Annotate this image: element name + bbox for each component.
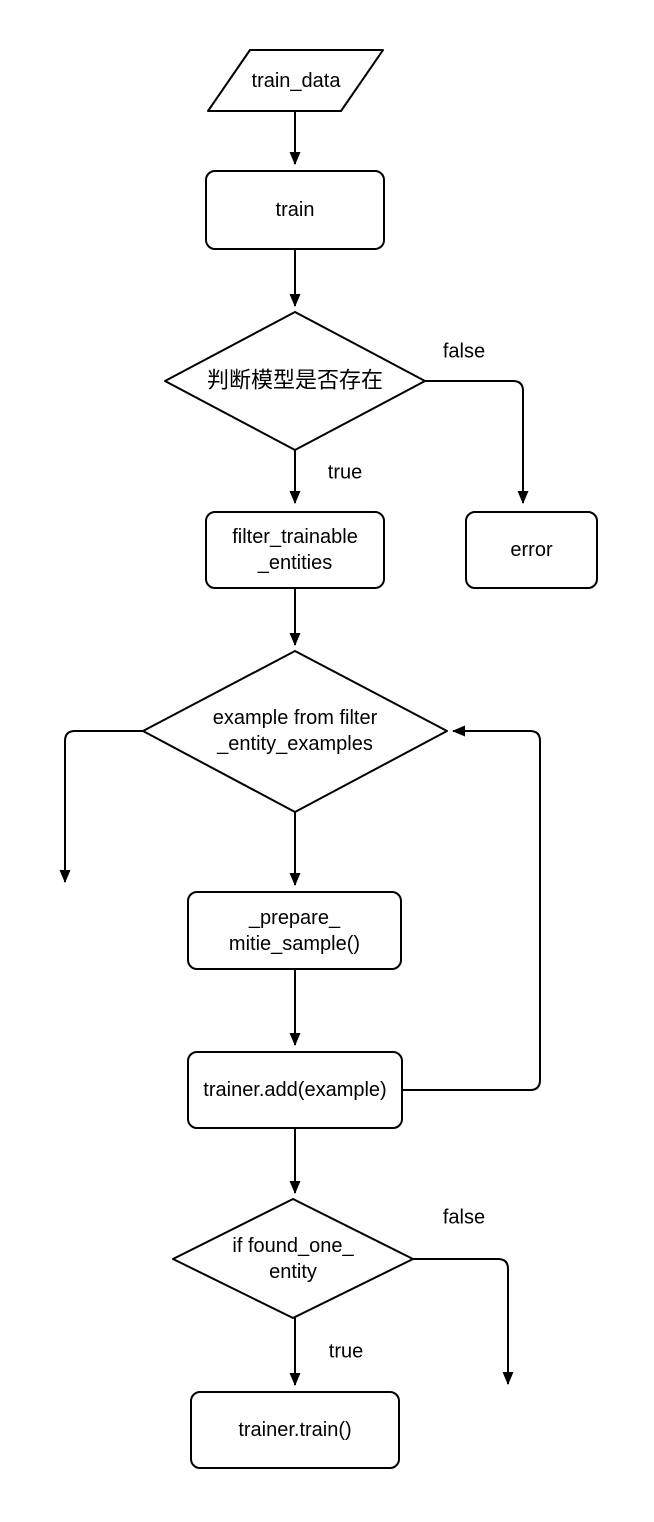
edge-label-found-one-true: true (328, 1340, 364, 1363)
edge-model-exists-false-to-error (425, 380, 529, 504)
edge-trainer-add-loopback-to-example-loop (403, 725, 541, 1091)
node-example-loop-line1: example from filter (212, 707, 378, 729)
node-trainer-add: trainer.add(example) (187, 1051, 403, 1129)
node-found-one-line1: if found_one_ (232, 1235, 354, 1257)
node-error: error (465, 511, 598, 589)
node-filter-line1: filter_trainable (232, 526, 358, 548)
node-found-one-label: if found_one_ entity (232, 1233, 353, 1285)
node-trainer-train: trainer.train() (190, 1391, 400, 1469)
edge-example-loop-exit-left (59, 730, 143, 883)
node-prepare-line2: mitie_sample() (228, 932, 361, 955)
node-found-one-line2: entity (269, 1261, 317, 1283)
node-filter-trainable-entities: filter_trainable _entities (205, 511, 385, 589)
train-data-parallelogram (207, 49, 384, 112)
edge-label-model-exists-false: false (442, 340, 486, 363)
node-example-loop-label: example from filter _entity_examples (213, 705, 378, 757)
node-error-label: error (510, 539, 553, 561)
node-filter-line2: _entities (257, 552, 333, 574)
found-one-diamond (172, 1198, 414, 1319)
node-trainer-train-label: trainer.train() (238, 1419, 352, 1441)
node-train: train (205, 170, 385, 250)
node-train-label: train (275, 199, 315, 221)
edge-label-found-one-false: false (442, 1206, 486, 1229)
edge-found-one-false-exit (413, 1258, 514, 1385)
node-model-exists-label: 判断模型是否存在 (206, 367, 384, 393)
node-prepare-mitie-sample: _prepare_ mitie_sample() (187, 891, 402, 970)
node-example-loop-line2: _entity_examples (217, 733, 373, 755)
node-prepare-line1: _prepare_ (248, 906, 341, 929)
node-trainer-add-label: trainer.add(example) (203, 1079, 387, 1101)
edge-label-model-exists-true: true (327, 461, 363, 484)
node-train-data-label: train_data (251, 70, 341, 92)
